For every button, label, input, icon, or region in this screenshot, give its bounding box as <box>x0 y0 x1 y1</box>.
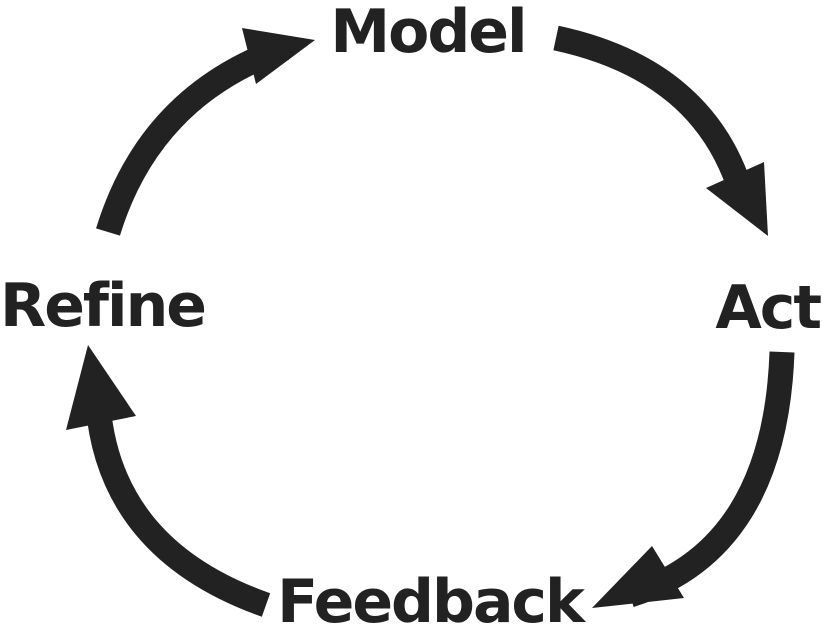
arrow-refine-to-model <box>96 28 315 236</box>
node-label-feedback: Feedback <box>277 567 585 637</box>
arrow-feedback-to-refine <box>66 345 271 617</box>
arrow-act-to-feedback <box>592 351 795 608</box>
arrow-model-to-act <box>553 25 768 236</box>
node-label-refine: Refine <box>0 271 207 341</box>
arrowhead-act-to-feedback <box>592 546 684 608</box>
node-label-act: Act <box>715 273 822 343</box>
arrowhead-refine-to-model <box>242 28 315 84</box>
arrowhead-feedback-to-refine <box>66 345 136 430</box>
arrowhead-model-to-act <box>706 162 768 236</box>
node-label-model: Model <box>330 0 527 67</box>
